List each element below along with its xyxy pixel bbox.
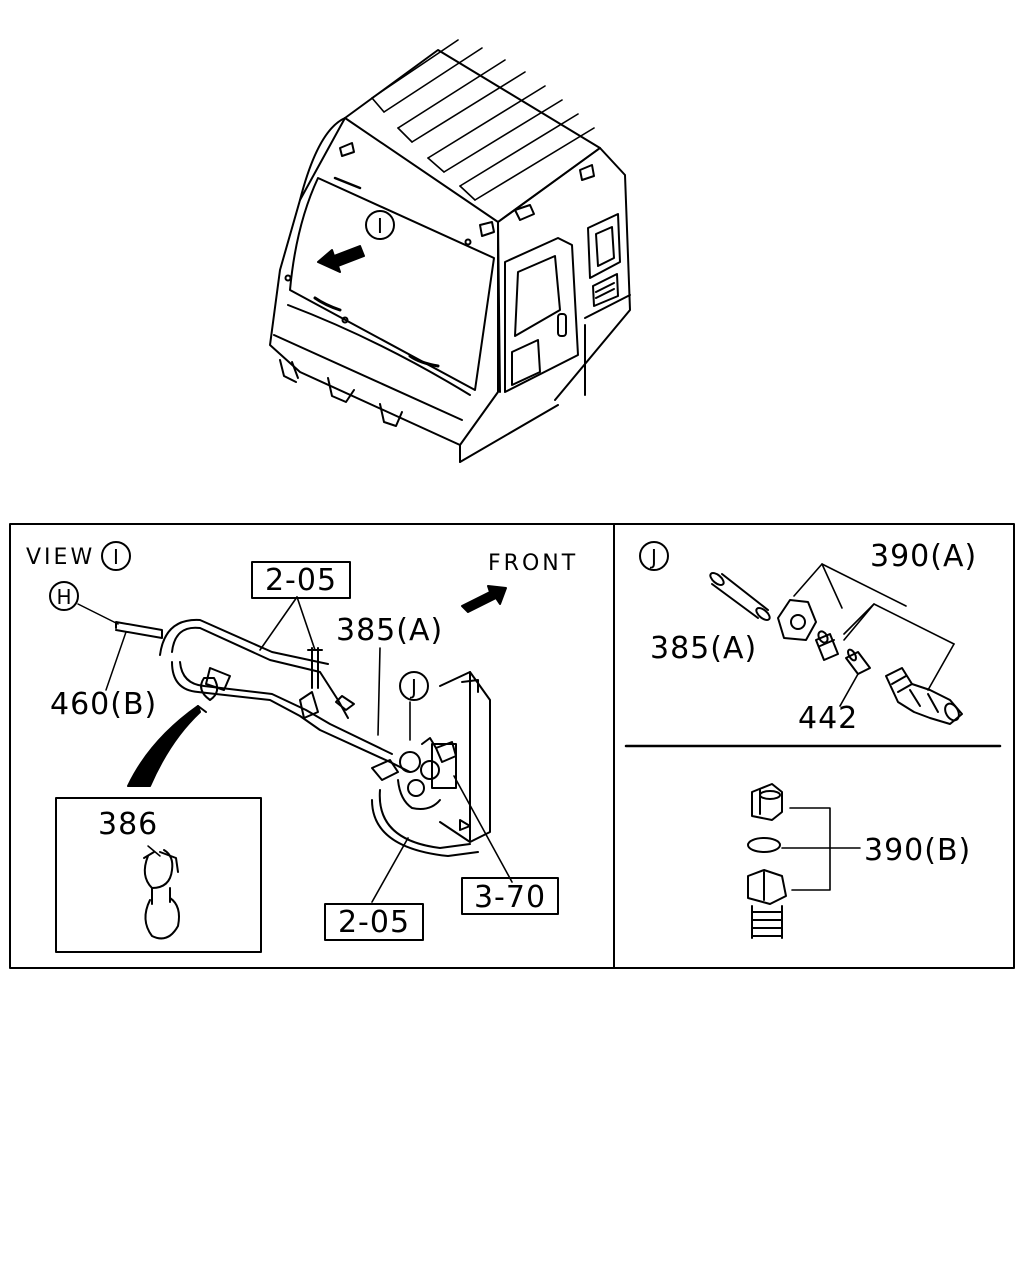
part-205-top-label: 2-05 — [265, 563, 337, 598]
sleeve-390a — [815, 630, 839, 661]
union-390a — [885, 667, 963, 725]
clamp-386-installed — [197, 667, 231, 713]
part-205-top-box — [251, 561, 351, 599]
front-label: FRONT — [488, 551, 578, 576]
cab-view-marker-circle — [365, 210, 395, 240]
valve-block-370 — [371, 671, 491, 857]
view-marker-label: I — [113, 545, 119, 569]
nut-390a — [777, 599, 817, 641]
fitting-390b — [747, 783, 787, 939]
part-390a-label: 390(A) — [870, 539, 977, 574]
pipe-385a-detail — [709, 572, 771, 621]
part-460b-label: 460(B) — [50, 687, 157, 722]
marker-h-circle — [49, 581, 79, 611]
callout-wedge — [127, 705, 201, 787]
part-370-label: 3-70 — [474, 880, 546, 915]
labels: I VIEW I FRONT H J 2-05 2-05 385(A) 460(… — [26, 214, 977, 940]
part-370-box — [461, 877, 559, 915]
part-205-bottom-label: 2-05 — [338, 905, 410, 940]
part-390b-label: 390(B) — [864, 833, 971, 868]
marker-j-detail-label: J — [649, 545, 657, 569]
leader-lines-j — [793, 563, 955, 707]
marker-j-detail-circle — [639, 541, 669, 571]
part-205-bottom-box — [324, 903, 424, 941]
marker-j-main-label: J — [409, 675, 417, 699]
cab-view-marker-label: I — [377, 214, 383, 238]
cab-direction-arrow-icon — [317, 245, 365, 273]
cab-illustration — [269, 39, 631, 463]
marker-j-main-circle — [399, 671, 429, 701]
front-arrow-icon — [461, 585, 507, 613]
pipe-runs — [159, 618, 411, 781]
part-385a-detail-label: 385(A) — [650, 631, 757, 666]
detail-panel-frame — [9, 523, 1015, 969]
view-word: VIEW — [26, 545, 95, 570]
clamp-386-detail — [143, 845, 180, 940]
leader-lines-view — [259, 596, 513, 903]
insert-442 — [845, 648, 871, 675]
view-marker-circle — [101, 541, 131, 571]
part-386-label: 386 — [98, 807, 158, 842]
leader-lines-390b — [781, 807, 861, 891]
marker-h-label: H — [56, 585, 71, 609]
tube-460b — [77, 603, 163, 691]
part-442-label: 442 — [798, 701, 858, 736]
part-385a-main-label: 385(A) — [336, 613, 443, 648]
clamp-detail-box — [55, 797, 262, 953]
